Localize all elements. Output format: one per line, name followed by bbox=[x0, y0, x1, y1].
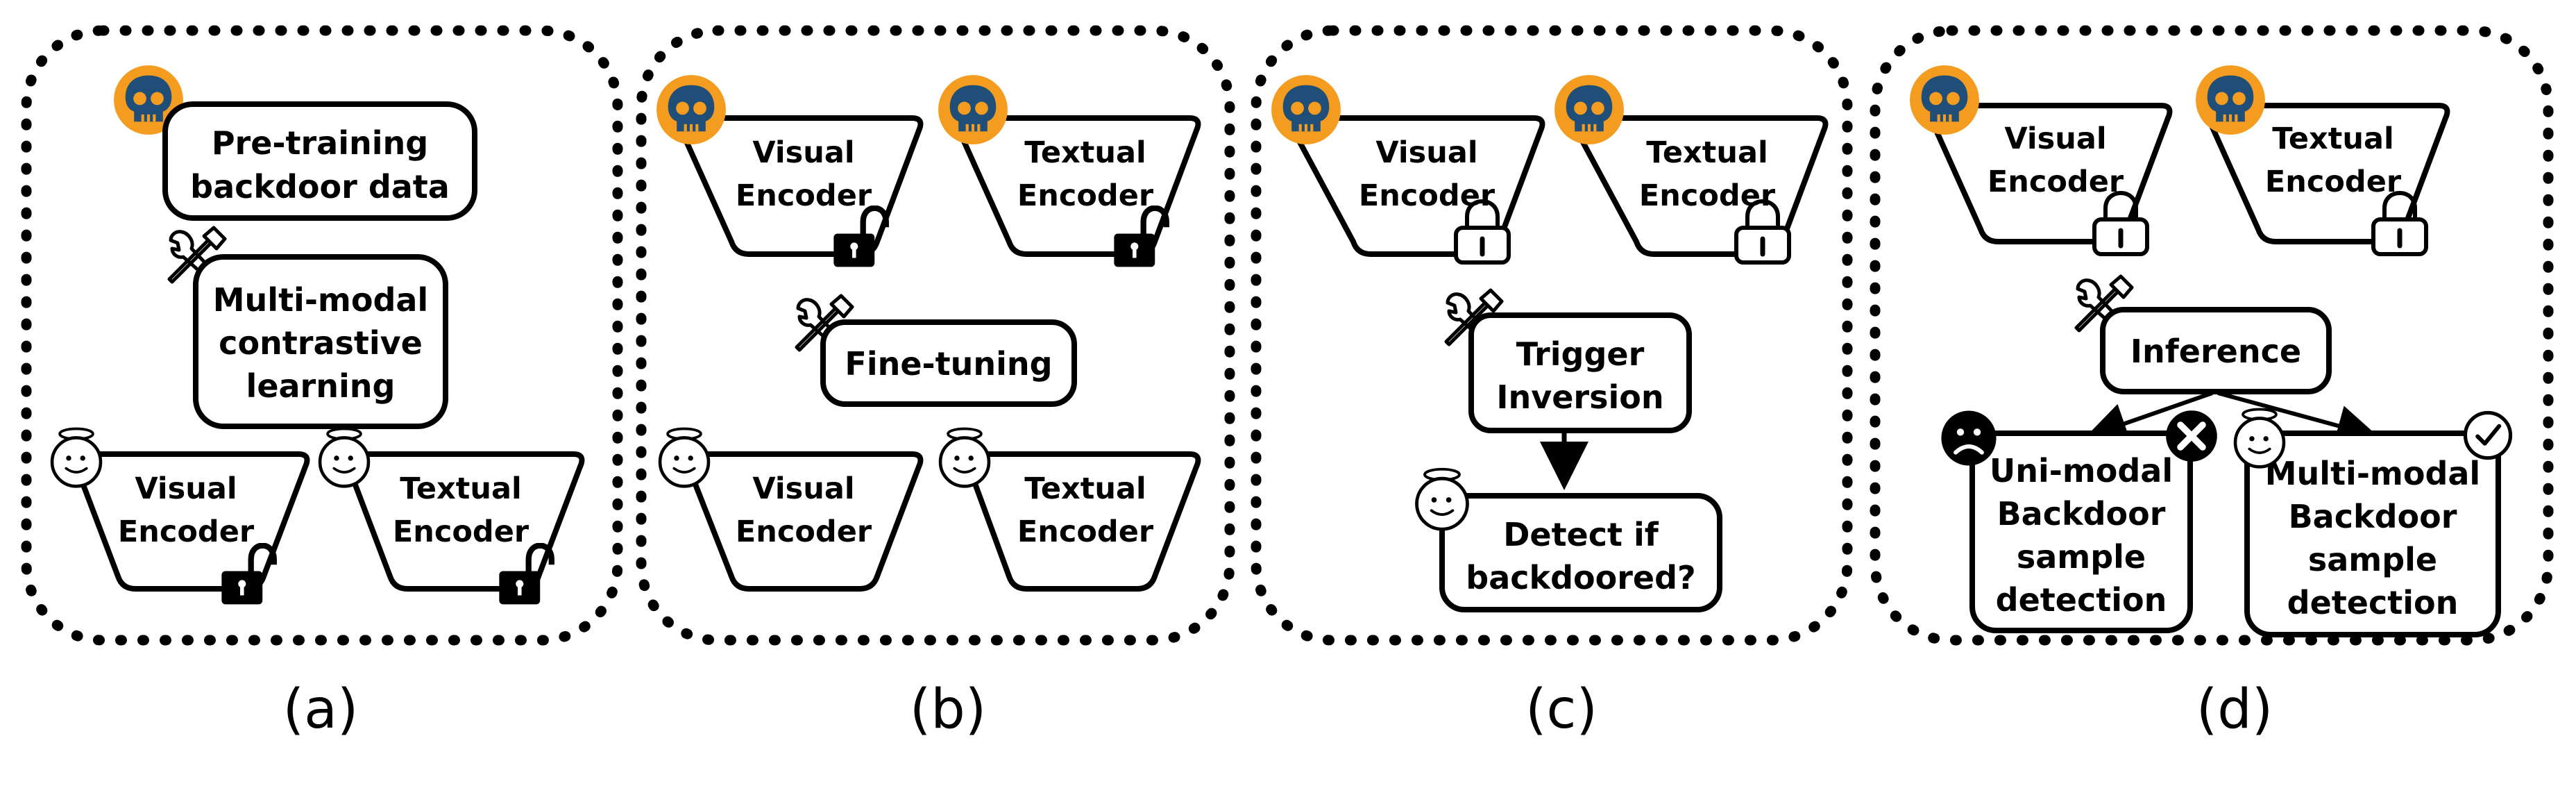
skull-icon bbox=[656, 75, 726, 144]
uni-modal-label-1: Uni-modal bbox=[1990, 452, 2173, 490]
uni-modal-label-3: sample bbox=[2017, 538, 2146, 576]
panel-c: Visual Encoder Textual Encoder Trigger I… bbox=[1251, 25, 1853, 741]
sad-face-icon bbox=[1941, 410, 1996, 465]
uni-modal-detection-box bbox=[1969, 430, 2193, 633]
panel-c-caption: (c) bbox=[1525, 678, 1598, 741]
visual-encoder-label-2: Encoder bbox=[118, 515, 255, 549]
fine-tuning-label: Fine-tuning bbox=[845, 345, 1052, 383]
multi-modal-label-4: detection bbox=[2287, 584, 2459, 621]
top-visual-encoder-label-1: Visual bbox=[752, 135, 854, 170]
angel-face-icon bbox=[2235, 410, 2284, 467]
panel-d-frame bbox=[1870, 25, 2554, 646]
panel-a: Pre-training backdoor data Multi-modal c… bbox=[21, 25, 623, 741]
angel-face-icon bbox=[52, 429, 101, 487]
fine-tuning-box bbox=[820, 319, 1077, 407]
panel-c-frame bbox=[1251, 25, 1853, 646]
visual-encoder-label-1: Visual bbox=[135, 471, 237, 506]
textual-encoder-label-1: Textual bbox=[2272, 122, 2393, 156]
angel-face-icon bbox=[320, 429, 368, 487]
inference-to-uni-arrow bbox=[2085, 391, 2213, 444]
textual-encoder-label-1: Textual bbox=[1646, 135, 1768, 170]
panel-d-caption: (d) bbox=[2196, 678, 2273, 741]
panel-d: Visual Encoder Textual Encoder Inference… bbox=[1870, 25, 2554, 741]
multi-modal-label-2: Backdoor bbox=[2289, 498, 2457, 535]
top-textual-encoder-label-1: Textual bbox=[1024, 135, 1146, 170]
bottom-visual-encoder-label-2: Encoder bbox=[736, 515, 872, 549]
uni-modal-label-4: detection bbox=[1996, 581, 2167, 619]
visual-encoder-label-1: Visual bbox=[1375, 135, 1477, 170]
visual-encoder-label-1: Visual bbox=[2004, 122, 2106, 156]
panel-b-frame bbox=[636, 25, 1235, 646]
pretrain-data-label-2: backdoor data bbox=[190, 168, 450, 206]
textual-encoder-label-2: Encoder bbox=[2265, 165, 2402, 199]
inference-label: Inference bbox=[2130, 333, 2301, 370]
inference-box bbox=[2100, 307, 2332, 394]
cross-icon bbox=[2166, 410, 2217, 462]
textual-encoder-label-2: Encoder bbox=[1639, 178, 1776, 213]
trigger-inversion-label-1: Trigger bbox=[1516, 335, 1645, 373]
angel-face-icon bbox=[940, 429, 989, 487]
skull-icon bbox=[1271, 75, 1341, 144]
skull-icon bbox=[2196, 65, 2265, 135]
textual-encoder-label-1: Textual bbox=[400, 471, 521, 506]
detect-backdoor-label-2: backdoored? bbox=[1466, 559, 1695, 596]
bottom-textual-encoder-label-1: Textual bbox=[1024, 471, 1146, 506]
pretrain-data-label-1: Pre-training bbox=[212, 124, 428, 162]
contrastive-learning-label-1: Multi-modal bbox=[213, 281, 428, 319]
detect-backdoor-label-1: Detect if bbox=[1503, 516, 1659, 553]
panel-a-caption: (a) bbox=[283, 678, 359, 741]
top-textual-encoder-label-2: Encoder bbox=[1017, 178, 1154, 213]
skull-icon bbox=[938, 75, 1008, 144]
multi-modal-detection-box bbox=[2244, 430, 2501, 637]
trigger-inversion-label-2: Inversion bbox=[1496, 378, 1663, 416]
top-visual-encoder-label-2: Encoder bbox=[736, 178, 872, 213]
visual-encoder-label-2: Encoder bbox=[1359, 178, 1495, 213]
contrastive-learning-label-2: contrastive bbox=[219, 324, 423, 362]
textual-encoder-label-2: Encoder bbox=[393, 515, 529, 549]
skull-icon bbox=[1554, 75, 1624, 144]
bottom-textual-encoder-label-2: Encoder bbox=[1017, 515, 1154, 549]
trigger-inversion-box bbox=[1468, 312, 1692, 433]
visual-encoder-label-2: Encoder bbox=[1988, 165, 2124, 199]
panel-b-caption: (b) bbox=[910, 678, 986, 741]
contrastive-learning-label-3: learning bbox=[246, 367, 396, 405]
contrastive-learning-box bbox=[193, 254, 448, 429]
angel-face-icon bbox=[1417, 469, 1468, 529]
check-icon bbox=[2465, 412, 2510, 458]
pretrain-data-box bbox=[162, 101, 477, 221]
panel-b: Visual Encoder Textual Encoder Fine-tuni… bbox=[636, 25, 1235, 741]
angel-face-icon bbox=[660, 429, 709, 487]
panel-a-frame bbox=[21, 25, 623, 646]
inference-to-multi-arrow bbox=[2217, 391, 2379, 446]
multi-modal-label-1: Multi-modal bbox=[2265, 455, 2480, 492]
multi-modal-label-3: sample bbox=[2308, 541, 2437, 578]
detect-backdoor-box bbox=[1439, 493, 1722, 612]
uni-modal-label-2: Backdoor bbox=[1997, 495, 2166, 533]
bottom-visual-encoder-label-1: Visual bbox=[752, 471, 854, 506]
skull-icon bbox=[1910, 65, 1979, 135]
